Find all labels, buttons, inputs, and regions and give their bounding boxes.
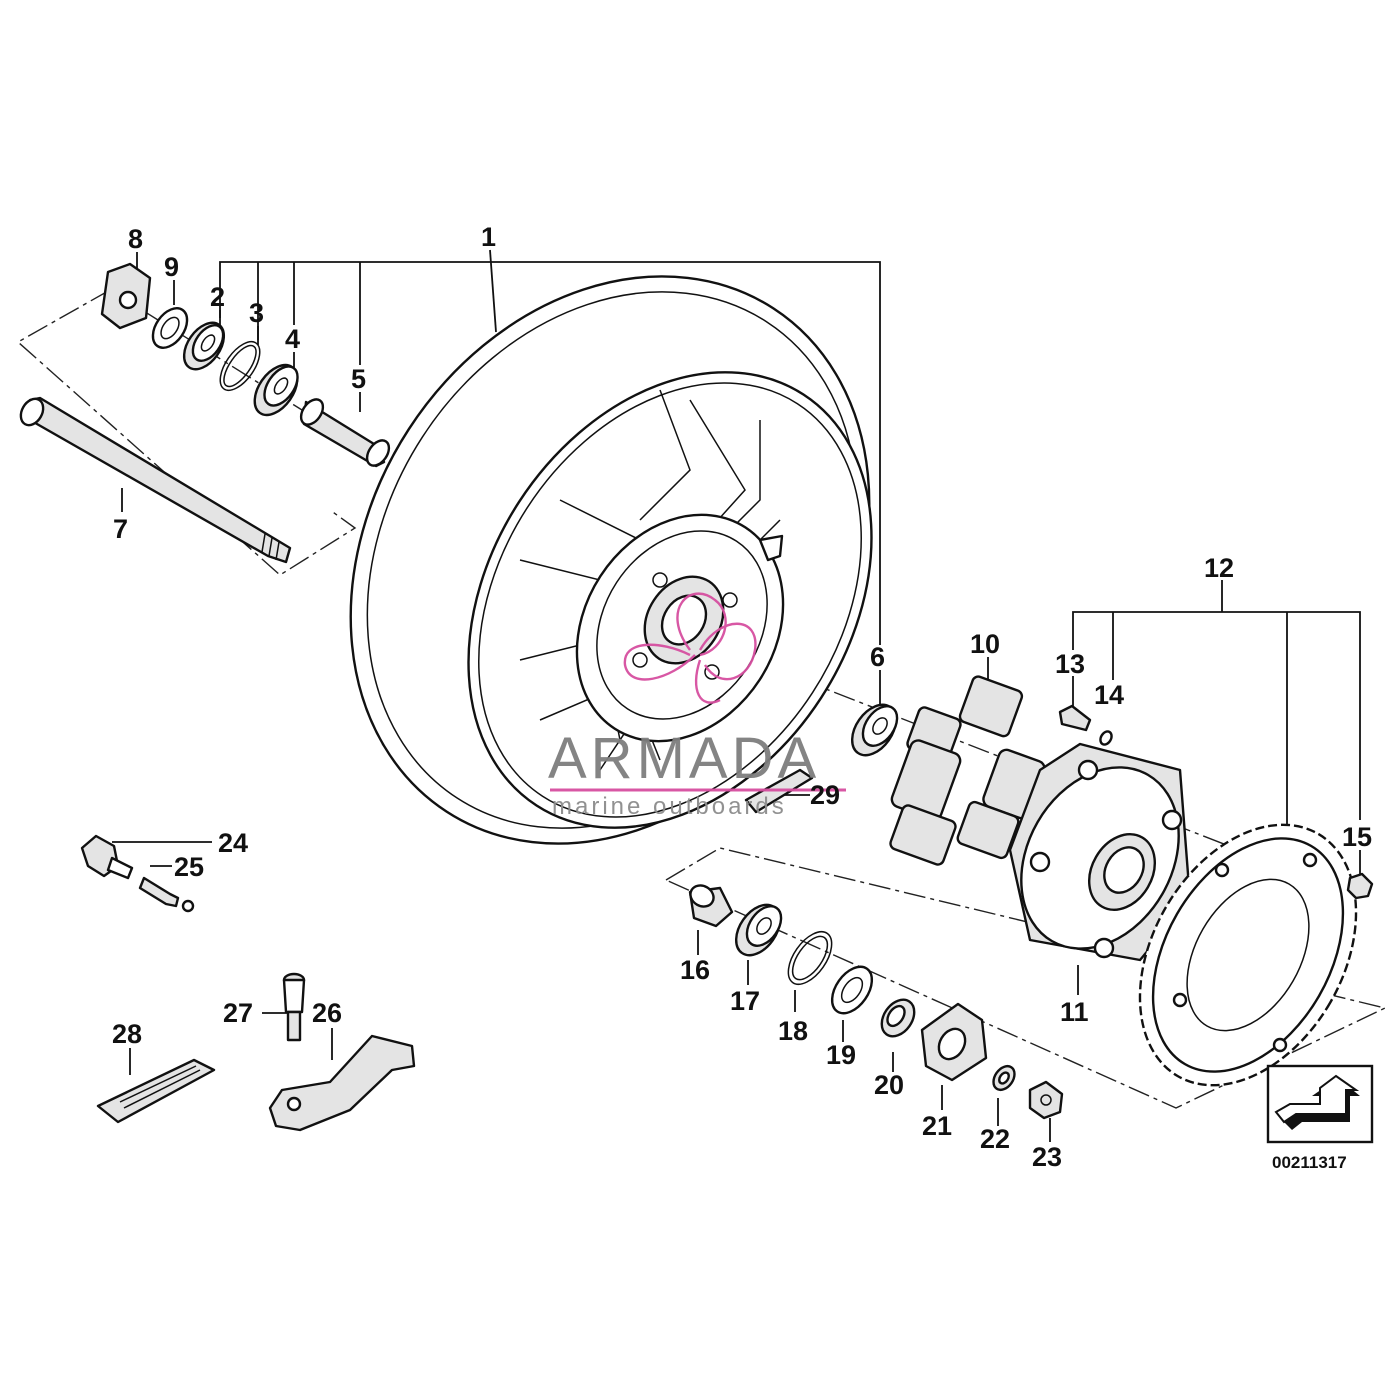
part-label: 10 <box>970 629 1000 659</box>
part-7-axle <box>19 396 292 564</box>
part-26-cover-plate <box>268 1034 416 1132</box>
part-19-seal <box>830 965 874 1015</box>
part-label: 21 <box>922 1111 952 1141</box>
part-2-bearing <box>182 321 226 371</box>
part-24-valve-body <box>80 834 134 880</box>
part-label: 25 <box>174 852 204 882</box>
part-label: 16 <box>680 955 710 985</box>
part-25-valve-core <box>138 876 195 913</box>
part-18-circlip <box>787 931 833 985</box>
part-label: 28 <box>112 1019 142 1049</box>
part-label: 24 <box>218 828 248 858</box>
part-label: 7 <box>113 514 128 544</box>
part-label: 19 <box>826 1040 856 1070</box>
part-28-label <box>96 1058 216 1124</box>
part-label: 9 <box>164 252 179 282</box>
part-6-bearing <box>850 703 899 757</box>
part-label: 8 <box>128 224 143 254</box>
part-label: 15 <box>1342 822 1372 852</box>
part-label: 18 <box>778 1016 808 1046</box>
watermark: ARMADA marine outboards <box>548 592 846 820</box>
part-label: 4 <box>285 324 300 354</box>
part-label: 6 <box>870 642 885 672</box>
part-label: 2 <box>210 282 225 312</box>
part-label: 26 <box>312 998 342 1028</box>
part-16-spacer <box>688 884 734 928</box>
part-15-nut <box>1346 872 1374 900</box>
part-14-washer <box>1099 730 1113 746</box>
part-5-spacer-sleeve <box>299 398 391 468</box>
part-17-bearing <box>734 903 783 957</box>
part-label: 22 <box>980 1124 1010 1154</box>
part-label: 29 <box>810 780 840 810</box>
part-label: 1 <box>481 222 496 252</box>
arrow-box-icon <box>1266 1064 1374 1144</box>
part-labels: 1 2 3 4 5 6 7 8 9 10 11 12 13 14 15 16 1… <box>112 222 1372 1172</box>
part-3-circlip <box>219 340 261 392</box>
watermark-tagline: marine outboards <box>552 793 787 820</box>
watermark-brand: ARMADA <box>548 726 820 791</box>
part-22-washer <box>992 1064 1016 1092</box>
part-4-bearing <box>253 363 299 417</box>
part-13-bolt <box>1058 704 1092 732</box>
part-1-rear-wheel <box>349 275 873 845</box>
part-label: 5 <box>351 364 366 394</box>
document-number: 00211317 <box>1272 1153 1347 1172</box>
part-11-drive-flange <box>1008 742 1192 962</box>
part-label: 20 <box>874 1070 904 1100</box>
part-label: 13 <box>1055 649 1085 679</box>
part-label: 3 <box>249 298 264 328</box>
part-8-spacer-block <box>100 262 152 330</box>
part-label: 11 <box>1060 997 1089 1027</box>
part-20-spacer-ring <box>880 998 916 1038</box>
part-21-adjuster-block <box>920 1002 988 1082</box>
part-label: 27 <box>223 998 253 1028</box>
watermark-logo-icon <box>623 592 757 704</box>
leader-lines <box>112 249 1361 1142</box>
part-23-nut <box>1028 1080 1064 1120</box>
part-label: 14 <box>1094 680 1124 710</box>
part-label: 12 <box>1204 553 1234 583</box>
part-12-sprocket <box>1138 823 1358 1087</box>
part-label: 17 <box>730 986 760 1016</box>
part-label: 23 <box>1032 1142 1062 1172</box>
part-27-bolt <box>282 972 306 1042</box>
part-9-seal-ring <box>151 307 189 349</box>
